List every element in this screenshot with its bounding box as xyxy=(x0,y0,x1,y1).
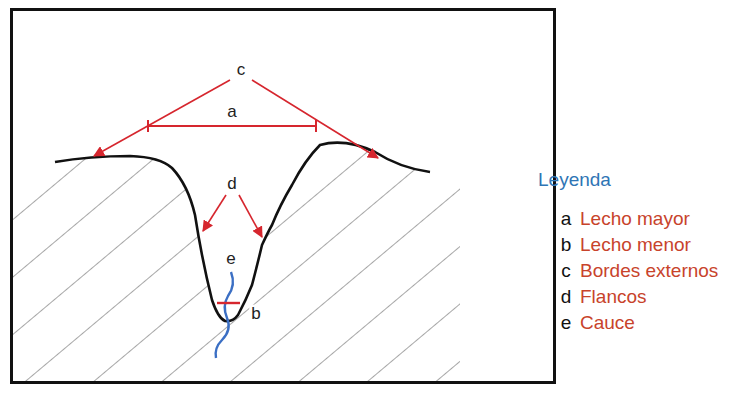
bar-tick xyxy=(315,120,317,132)
legend-heading: Leyenda xyxy=(538,170,611,191)
callout-letter: e xyxy=(224,250,237,269)
legend-entry: Lecho menor xyxy=(580,235,691,256)
leader-arrow xyxy=(252,80,378,158)
legend-key: c xyxy=(561,261,571,282)
minor-bed-bar xyxy=(217,302,240,304)
legend-key: b xyxy=(561,235,572,256)
leader-arrow xyxy=(203,195,226,231)
legend-key: d xyxy=(561,287,572,308)
callout-letter: b xyxy=(249,305,262,324)
legend-entry: Flancos xyxy=(580,287,647,308)
river-channel xyxy=(216,272,233,358)
frame-border xyxy=(12,10,555,383)
major-bed-bar xyxy=(148,125,316,127)
callout-letter: d xyxy=(225,175,238,194)
legend-entry: Lecho mayor xyxy=(580,209,690,230)
callout-letter: a xyxy=(225,103,238,122)
ground-hatching xyxy=(12,143,460,381)
legend-entry: Cauce xyxy=(580,313,635,334)
callout-letter: c xyxy=(235,61,248,80)
leader-arrow xyxy=(239,195,262,237)
terrain-profile xyxy=(55,143,430,321)
legend-key: a xyxy=(561,209,572,230)
legend-entry: Bordes externos xyxy=(580,261,718,282)
legend-key: e xyxy=(561,313,572,334)
leader-arrow xyxy=(94,80,230,156)
